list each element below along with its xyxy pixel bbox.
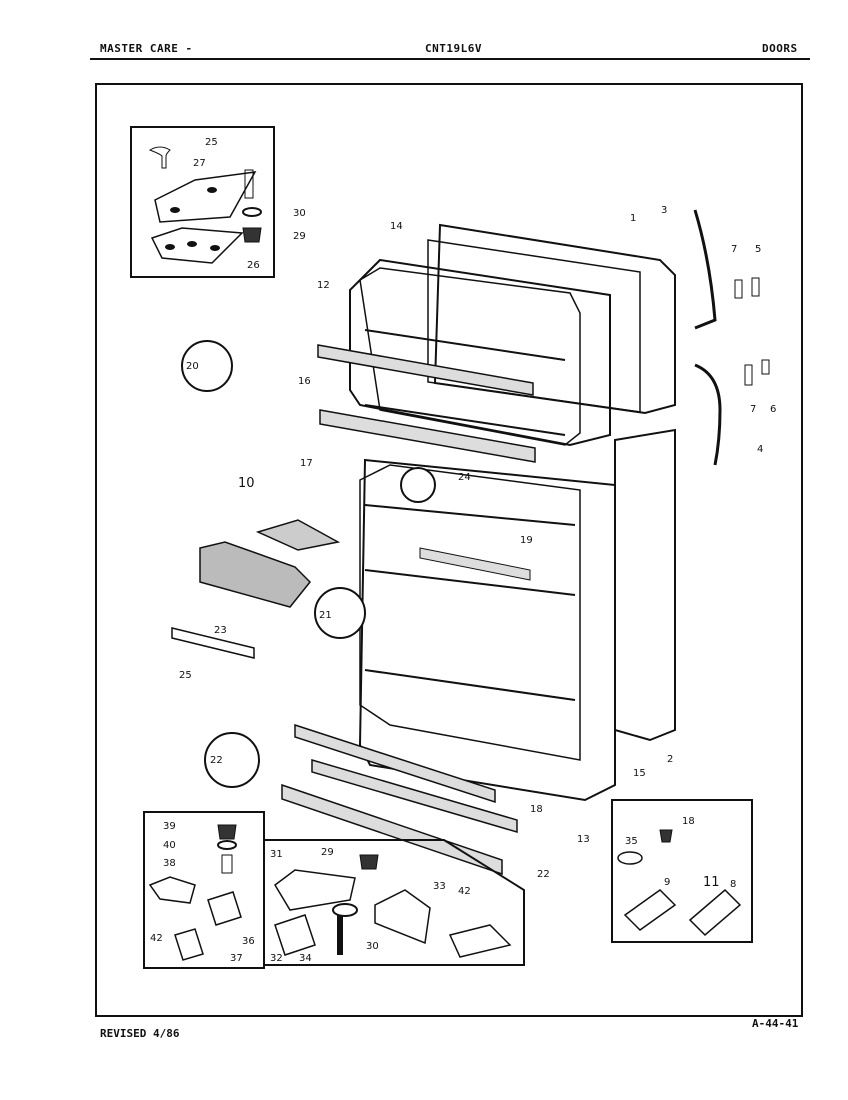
callout-7a: 7: [731, 244, 737, 255]
callout-16: 15: [633, 768, 646, 779]
callout-22c: 22: [210, 755, 223, 766]
brand-label: MASTER CARE -: [100, 42, 193, 55]
callout-42: 42: [150, 933, 163, 944]
callout-20: 22: [537, 869, 550, 880]
detail-circle-22a: [181, 340, 233, 392]
shelf-bar-20: [281, 783, 503, 876]
bracket-33: [374, 889, 431, 945]
bottom-right-inset: [611, 799, 753, 943]
callout-33: 33: [433, 881, 446, 892]
callout-35: 35: [625, 836, 638, 847]
part-7b: [744, 364, 753, 386]
callout-9: 9: [664, 877, 670, 888]
part-5: [751, 277, 760, 297]
diagram-frame: [95, 83, 803, 1017]
heater-cord-3: [693, 209, 717, 330]
callout-19: 18: [530, 804, 543, 815]
hinge-31: [274, 869, 356, 911]
callout-40: 40: [163, 840, 176, 851]
callout-18: 17: [300, 458, 313, 469]
callout-1: 1: [630, 213, 636, 224]
clip-9: [623, 889, 677, 931]
callout-3: 3: [661, 205, 667, 216]
bottom-hinge-inset-left: [143, 811, 265, 969]
callout-11: 11: [703, 875, 720, 890]
bin-23: [199, 541, 312, 608]
callout-39: 39: [163, 821, 176, 832]
strip-25: [171, 627, 255, 659]
shelf-bar-17: [317, 344, 534, 396]
shelf-bar-19a: [294, 723, 496, 804]
header-rule: [90, 58, 810, 60]
shelf-bar-19b: [311, 758, 518, 834]
revised-label: REVISED 4/86: [100, 1027, 180, 1040]
callout-27: 26: [247, 260, 260, 271]
freezer-door-liner: [349, 258, 611, 447]
cap-35: [617, 851, 643, 865]
callout-29: 29: [293, 231, 306, 242]
fresh-food-door-outer: [614, 428, 676, 742]
callout-41: 42: [458, 886, 471, 897]
callout-22b: 21: [319, 610, 332, 621]
callout-30b: 30: [366, 941, 379, 952]
hinge-37: [174, 928, 204, 961]
bushing-29b: [359, 854, 379, 870]
section-label: DOORS: [762, 42, 798, 55]
heater-cord-4: [694, 363, 722, 466]
fresh-food-door-liner: [358, 458, 616, 802]
callout-5: 5: [755, 244, 761, 255]
callout-34: 34: [299, 953, 312, 964]
callout-12: 18: [682, 816, 695, 827]
detail-circle-22c: [204, 732, 260, 788]
callout-37: 37: [230, 953, 243, 964]
shim-32: [274, 914, 316, 956]
callout-31: 31: [270, 849, 283, 860]
detail-circle-22b: [314, 587, 366, 639]
freezer-door-outer: [427, 223, 676, 415]
callout-10: 10: [238, 476, 255, 491]
plate-41: [448, 924, 512, 958]
callout-22a: 20: [186, 361, 199, 372]
callout-13: 12: [317, 280, 330, 291]
callout-15: 14: [390, 221, 403, 232]
plug-12: [659, 829, 673, 843]
callout-23: 23: [214, 625, 227, 636]
callout-17: 16: [298, 376, 311, 387]
washer-40: [217, 840, 237, 850]
clip-8: [688, 888, 742, 937]
callout-4: 4: [757, 444, 763, 455]
callout-38: 38: [163, 858, 176, 869]
part-6: [761, 359, 770, 375]
detail-circle-24: [400, 467, 436, 503]
callout-2: 2: [667, 754, 673, 765]
callout-26: 25: [205, 137, 218, 148]
callout-32: 32: [270, 953, 283, 964]
model-label: CNT19L6V: [425, 42, 482, 55]
part-39: [217, 824, 237, 840]
callout-6: 6: [770, 404, 776, 415]
callout-7b: 7: [750, 404, 756, 415]
callout-8: 8: [730, 879, 736, 890]
callout-29b: 29: [321, 847, 334, 858]
shelf-bar-18: [319, 409, 536, 463]
part-38: [221, 854, 233, 874]
callout-21: 19: [520, 535, 533, 546]
callout-28: 27: [193, 158, 206, 169]
hinge-42: [148, 876, 196, 904]
callout-36: 36: [242, 936, 255, 947]
hinge-36: [207, 891, 242, 926]
callout-14: 13: [577, 834, 590, 845]
bottom-hinge-inset-right: [264, 839, 525, 966]
callout-24: 24: [458, 472, 471, 483]
diagram-code: A-44-41: [752, 1017, 799, 1030]
part-7a: [734, 279, 743, 299]
top-hinge-inset: [130, 126, 275, 278]
callout-30: 30: [293, 208, 306, 219]
dairy-door-10: [255, 519, 341, 551]
callout-25: 25: [179, 670, 192, 681]
